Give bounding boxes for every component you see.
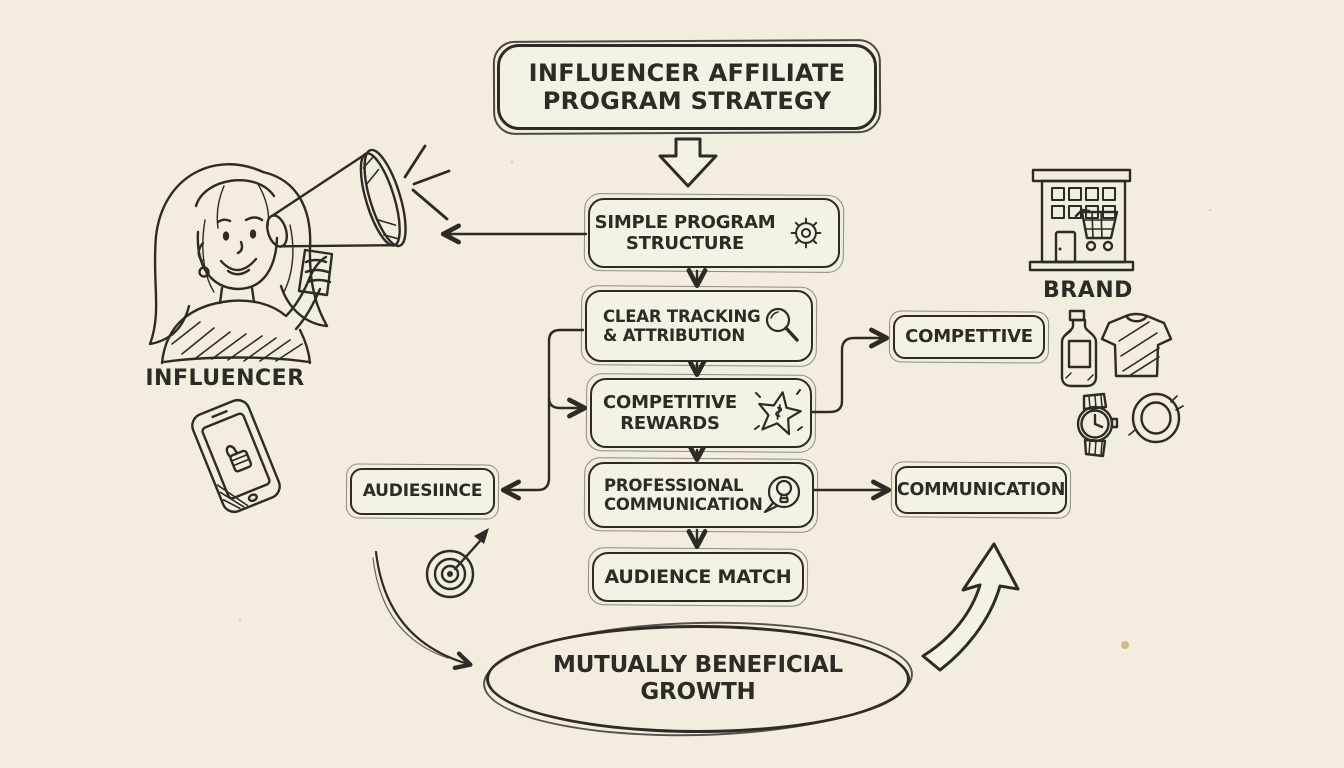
curved-up-arrow-icon <box>921 542 1020 672</box>
connector-rewards-to-compettive <box>810 327 890 414</box>
watch-icon <box>1076 392 1119 458</box>
storefront-icon <box>1028 168 1135 272</box>
tshirt-icon <box>1100 312 1173 378</box>
flow-box-professional-communication: PROFESSIONAL COMMUNICATION <box>588 462 814 528</box>
flow-box-label: CLEAR TRACKING & ATTRIBUTION <box>603 306 761 345</box>
flow-box-clear-tracking-attribution: CLEAR TRACKING & ATTRIBUTION <box>585 290 813 362</box>
influencer-illustration <box>148 163 332 365</box>
megaphone-icon <box>266 148 407 297</box>
phone-thumbs-up-icon <box>191 398 281 514</box>
swoosh-arrow-icon <box>372 550 473 671</box>
gear-icon <box>790 217 822 249</box>
competitive-side-box-label: COMPETTIVE <box>905 326 1033 348</box>
audience-side-box: AUDIESIINCE <box>350 468 495 515</box>
lightbulb-icon <box>763 475 801 514</box>
competitive-side-box: COMPETTIVE <box>893 315 1045 359</box>
connector-branch-to-rewards <box>547 396 588 419</box>
result-label: MUTUALLY BENEFICIAL GROWTH <box>553 651 843 705</box>
title-label: INFLUENCER AFFILIATE PROGRAM STRATEGY <box>528 58 846 115</box>
audience-side-box-label: AUDIESIINCE <box>362 481 483 502</box>
sound-lines <box>403 144 451 221</box>
flow-box-audience-match: AUDIENCE MATCH <box>592 552 804 602</box>
flow-box-simple-program-structure: SIMPLE PROGRAM STRUCTURE <box>588 198 840 268</box>
down-block-arrow-icon <box>658 137 718 188</box>
star-icon <box>754 389 803 436</box>
communication-side-box: COMMUNICATION <box>895 466 1067 514</box>
connector-tracking-to-audience <box>500 328 585 501</box>
target-icon <box>425 528 489 599</box>
bottle-icon <box>1060 309 1098 388</box>
communication-side-box-label: COMMUNICATION <box>896 479 1066 500</box>
magnifier-icon <box>765 307 799 342</box>
brand-label: BRAND <box>1043 278 1133 303</box>
ring-icon <box>1128 392 1184 444</box>
flow-box-label: AUDIENCE MATCH <box>604 565 792 588</box>
flow-box-competitive-rewards: COMPETITIVE REWARDS <box>590 378 812 448</box>
title-box: INFLUENCER AFFILIATE PROGRAM STRATEGY <box>497 44 877 130</box>
connectors <box>440 223 892 550</box>
result-ellipse: MUTUALLY BENEFICIAL GROWTH <box>486 625 910 733</box>
flow-box-label: SIMPLE PROGRAM STRUCTURE <box>594 211 776 254</box>
influencer-label: INFLUENCER <box>145 366 305 391</box>
flow-box-label: PROFESSIONAL COMMUNICATION <box>604 475 763 514</box>
flow-box-label: COMPETITIVE REWARDS <box>603 391 737 434</box>
